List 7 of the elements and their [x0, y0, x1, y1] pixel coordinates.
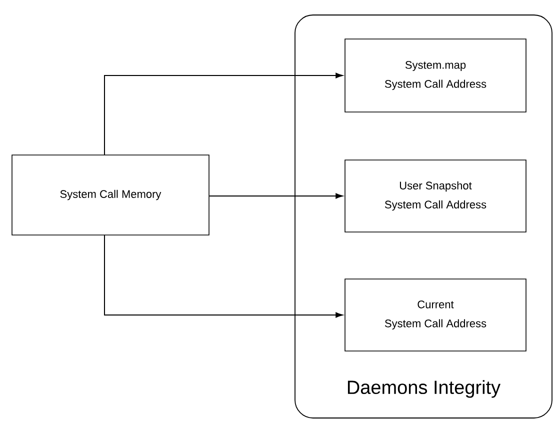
arrow [104, 234, 343, 318]
data-box: Current System Call Address [344, 278, 526, 352]
arrow [104, 72, 343, 156]
data-box: User Snapshot System Call Address [344, 160, 526, 232]
arrow [208, 193, 343, 199]
data-box: System.map System Call Address [344, 38, 526, 112]
process-box: System Call Memory [12, 154, 210, 236]
